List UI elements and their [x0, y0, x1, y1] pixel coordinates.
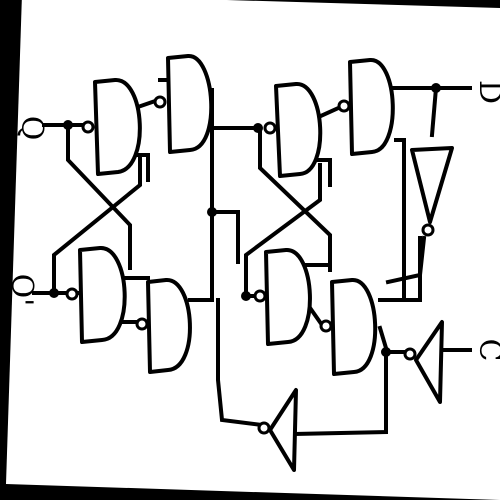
nand-gate	[253, 247, 312, 346]
junction-dot	[381, 347, 391, 357]
nand-gate	[153, 53, 214, 154]
not-gate	[257, 388, 298, 472]
junction-dot	[431, 83, 441, 93]
nand-gate	[337, 57, 395, 156]
junction-dot	[207, 207, 217, 217]
nand-gate	[135, 277, 192, 374]
nand-gate	[263, 81, 323, 178]
wires	[32, 78, 472, 437]
not-gate	[410, 146, 454, 237]
label-d: D	[472, 80, 500, 104]
nand-gates	[65, 53, 395, 376]
label-q: Q	[14, 116, 49, 141]
not-gate	[403, 320, 444, 404]
junction-dot	[241, 291, 251, 301]
junction-dot	[49, 288, 59, 298]
nand-gate	[65, 245, 127, 344]
junctions	[49, 83, 441, 357]
nand-gate	[81, 77, 142, 176]
inverters	[257, 146, 454, 472]
label-c: C	[472, 339, 500, 362]
junction-dot	[253, 123, 263, 133]
label-q-bar: Q'	[4, 274, 39, 307]
nand-gate	[319, 277, 378, 376]
junction-dot	[63, 120, 73, 130]
